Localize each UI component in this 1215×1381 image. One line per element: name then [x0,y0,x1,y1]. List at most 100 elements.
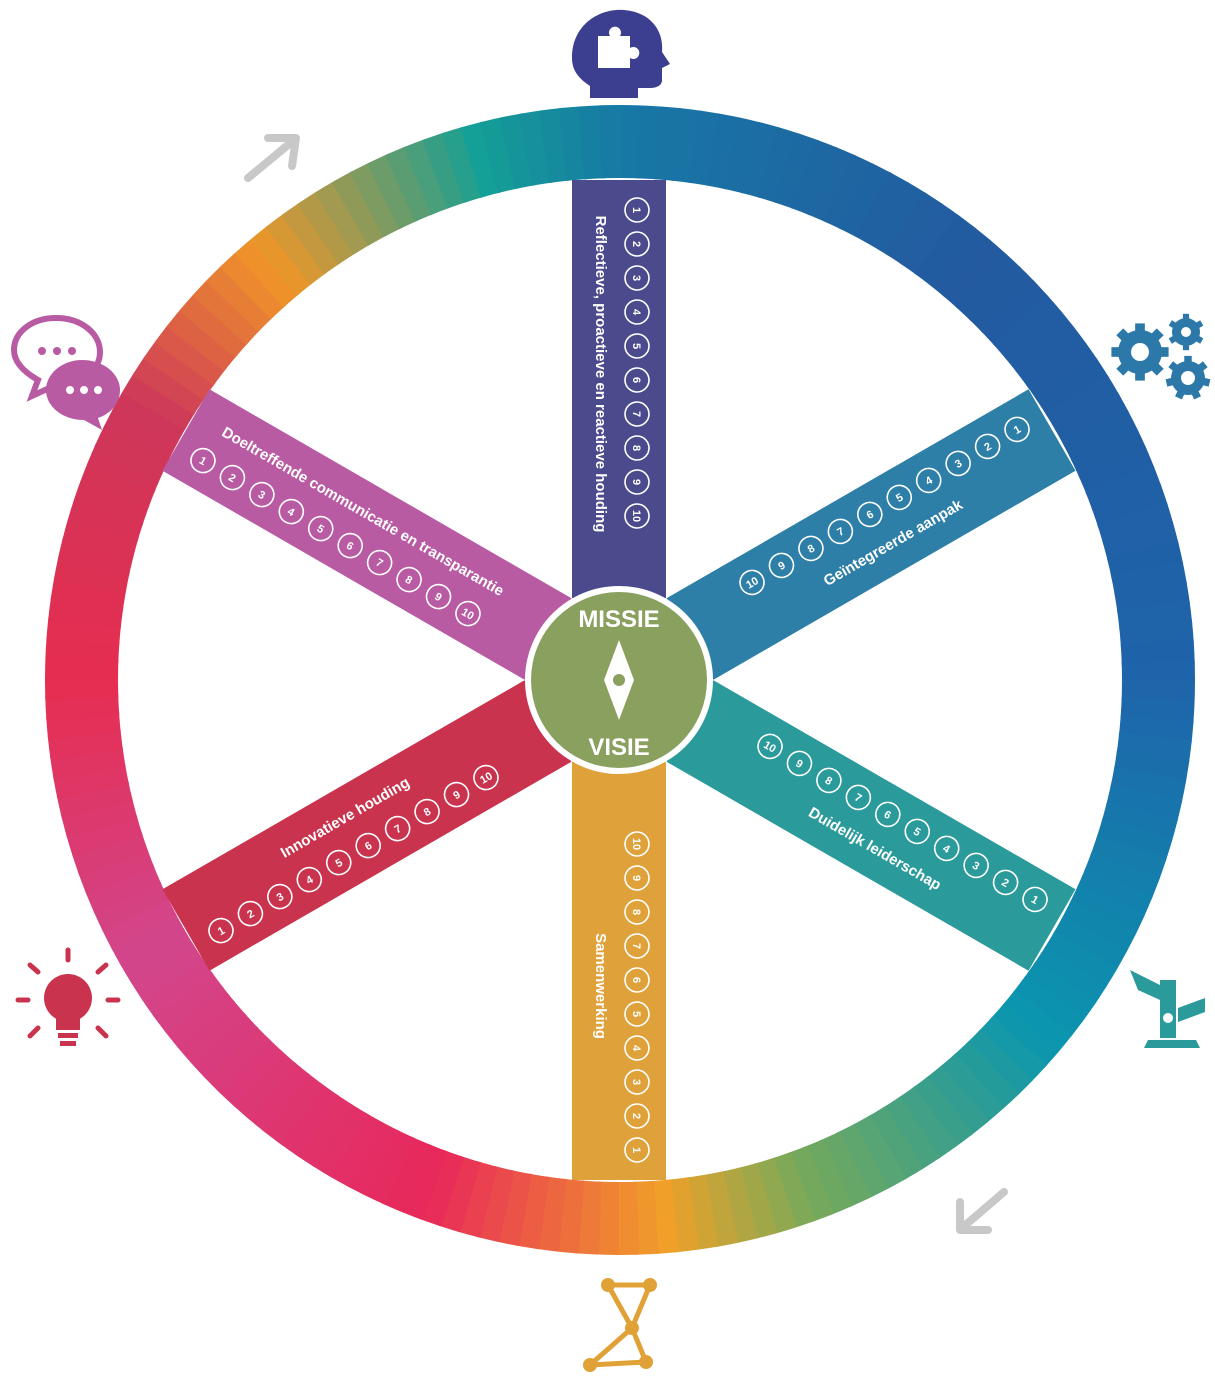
scale-number: 1 [630,1147,642,1153]
scale-number: 7 [373,557,384,570]
scale-number: 3 [630,1079,642,1085]
scale-circle [915,467,942,494]
scale-number: 8 [422,806,433,819]
spoke-communicatie: Doeltreffende communicatie en transparan… [162,389,572,680]
scale-number: 8 [630,909,642,915]
scale-number: 9 [630,875,642,881]
scale-number: 10 [744,575,761,592]
speech-bubbles-icon [10,314,120,430]
hub-visie-label: VISIE [588,734,649,761]
scale-number: 1 [1029,894,1040,907]
scale-circle [933,835,960,862]
spoke-bar [162,680,572,971]
scale-number: 5 [315,523,326,536]
scale-circle [624,1103,650,1129]
scale-circle [624,435,650,461]
scale-number: 10 [459,606,476,623]
scale-circle [208,917,234,944]
gear-tooth [1175,388,1186,400]
scale-number: 1 [197,455,208,468]
gear-tooth [1196,361,1208,373]
scale-circle [219,464,246,491]
spoke-label: Samenwerking [592,933,609,1039]
gear-tooth [1168,334,1178,344]
scale-circle [624,1001,650,1027]
scale-circle [455,600,481,627]
spoke-bar [666,389,1076,680]
scale-number: 9 [432,591,443,604]
scale-circle [1004,416,1030,443]
scale-number: 6 [882,809,893,822]
scale-circle [624,367,650,393]
hub: MISSIE VISIE [525,586,713,774]
scale-number: 9 [630,479,642,485]
scale-number: 2 [999,877,1010,890]
scale-circle [296,866,323,893]
signpost-icon [1130,970,1205,1048]
scale-circle [337,532,363,559]
gear-tooth [1149,328,1164,343]
gear-tooth [1165,377,1176,387]
scale-circle [624,333,650,359]
scale-circle [1022,886,1048,913]
scale-circle [190,447,216,474]
scale-number: 8 [806,543,817,556]
scale-circle [624,831,650,857]
gear-tooth [1182,343,1190,351]
scale-number: 3 [953,458,964,471]
scale-number: 3 [256,489,267,502]
gear-tooth [1149,361,1164,376]
icons [10,9,1211,1372]
scale-number: 7 [630,943,642,949]
scale-number: 6 [630,377,642,383]
scale-number: 4 [630,309,642,316]
scale-number: 3 [970,860,981,873]
scale-circle [624,933,650,959]
scale-circle [384,815,411,842]
scale-circle [624,265,650,291]
ring-label-infrastructuur: Infrastructuur [1079,603,1110,757]
scale-circle [624,299,650,325]
scale-number: 5 [630,343,642,349]
gear-tooth [1135,369,1145,381]
scale-circle [624,231,650,257]
gear-tooth [1184,355,1192,365]
scale-number: 8 [630,445,642,451]
scale-circle [624,197,650,223]
scale-circle [739,569,765,596]
spoke-reflectieve: Reflectieve, proactieve en reactieve hou… [572,180,666,598]
scale-circle [267,883,293,910]
scale-number: 7 [852,792,863,805]
scale-circle [443,781,470,808]
spoke-label: Reflectieve, proactieve en reactieve hou… [592,216,609,533]
scale-circle [473,764,499,791]
scale-circle [624,899,650,925]
spoke-bar [666,680,1076,971]
scale-circle [992,869,1019,896]
scale-number: 10 [478,770,495,787]
scale-number: 5 [911,826,922,839]
scale-circle [857,501,883,528]
scale-circle [624,1035,650,1061]
scale-circle [624,967,650,993]
scale-circle [798,535,824,562]
scale-circle [396,566,422,593]
scale-circle [237,900,264,927]
scale-circle [945,450,971,477]
arrow-down-left-icon [956,1188,1008,1234]
gear-tooth [1194,334,1204,344]
scale-circle [624,469,650,495]
scale-circle [425,583,452,610]
scale-number: 6 [630,977,642,983]
compass-needle-icon [604,640,634,720]
scale-number: 3 [275,891,286,904]
scale-number: 7 [835,526,846,539]
gear-tooth [1168,320,1178,330]
scale-number: 5 [630,1011,642,1017]
puzzle-head-icon [572,9,670,98]
scale-circle [366,549,393,576]
gear-tooth [1157,347,1169,357]
